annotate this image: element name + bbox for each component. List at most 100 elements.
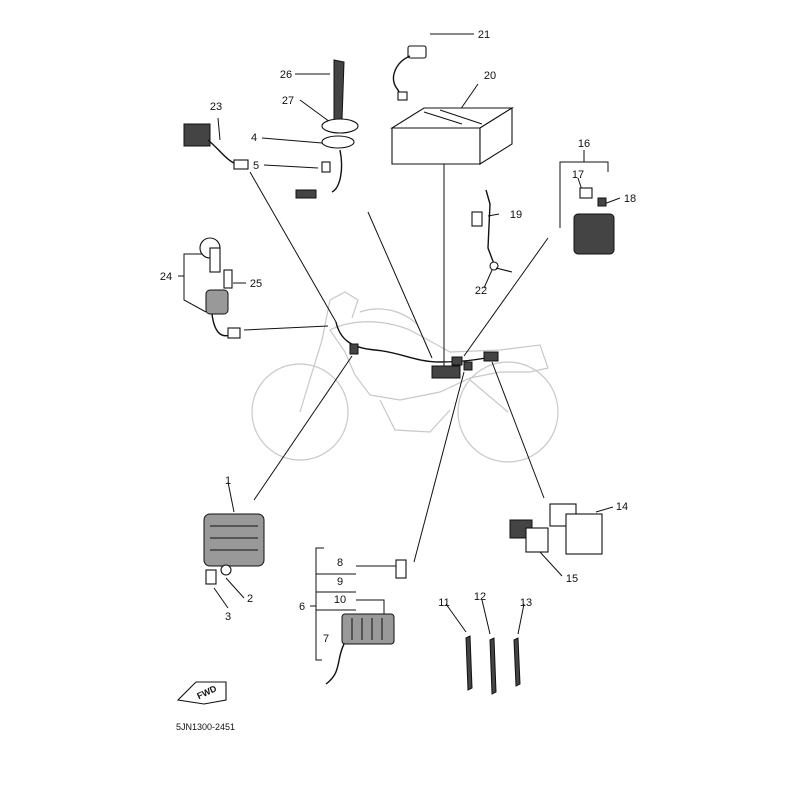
switch-plug [227, 327, 241, 339]
part-21-sensor-lead [392, 45, 427, 101]
sensor-screw [321, 161, 331, 173]
band-11 [465, 635, 473, 691]
leader-16 [463, 237, 549, 357]
callout-16: 16 [578, 138, 590, 150]
band-13 [513, 637, 521, 687]
fuse-blade [395, 559, 407, 579]
callout-2: 2 [247, 593, 253, 605]
leader-22 [483, 269, 493, 289]
leader-23-label [217, 117, 221, 141]
leader-4 [261, 137, 323, 144]
bracket-6-fuse-lead [356, 565, 401, 573]
callout-4: 4 [251, 132, 257, 144]
leader-1 [253, 355, 353, 501]
leader-20-label [459, 83, 479, 111]
callout-23: 23 [210, 101, 222, 113]
relay-unit-d [525, 527, 549, 553]
part-16-17-18-starter-relay [573, 187, 615, 255]
leader-5 [263, 164, 319, 169]
callout-14: 14 [616, 501, 628, 513]
relay-unit-b [565, 513, 603, 555]
starter-relay-cap [579, 187, 593, 199]
callout-18: 18 [624, 193, 636, 205]
part-14-15-relays [509, 503, 603, 555]
leader-2 [225, 577, 245, 599]
sensor-gasket [321, 118, 359, 134]
callout-24: 24 [160, 271, 172, 283]
leader-11 [445, 603, 467, 633]
bracket-24-line [183, 253, 207, 313]
relay-body [183, 123, 211, 147]
rectifier-bolt [205, 569, 217, 585]
level-sensor-eye [489, 261, 499, 271]
sensor-arm [333, 59, 345, 121]
fwd-direction-badge: FWD [176, 681, 227, 705]
frame-body [329, 321, 549, 401]
rectifier-body [203, 513, 265, 567]
motorcycle-outline [251, 291, 559, 463]
leader-13 [517, 603, 525, 635]
part-11-12-13-bands [465, 635, 521, 695]
callout-9: 9 [337, 576, 343, 588]
harness-ecu-block [431, 365, 461, 379]
bracket-24 [178, 253, 207, 313]
relay-plug [233, 159, 249, 170]
sensor-connector [407, 45, 427, 59]
ecu-front-face [391, 127, 481, 165]
leader-6 [413, 371, 465, 563]
callout-13: 13 [520, 597, 532, 609]
leader-24 [243, 325, 329, 331]
harness-connector-d [463, 361, 473, 371]
callout-11: 11 [438, 597, 449, 609]
leader-3 [213, 587, 229, 609]
relay-wire [207, 139, 237, 165]
fwd-arrow-shape [176, 681, 227, 705]
band-12 [489, 637, 497, 695]
leader-lines [213, 33, 621, 635]
callout-8: 8 [337, 557, 343, 569]
callout-5: 5 [253, 160, 259, 172]
harness-connector-b [451, 356, 463, 366]
engine-outline [379, 399, 451, 433]
leader-27 [299, 99, 331, 123]
part-20-ecu [390, 107, 514, 165]
fuse-box-slots [351, 618, 383, 640]
part-19-22-sensor [471, 189, 513, 273]
callout-22: 22 [475, 285, 487, 297]
part-6-7-8-fuse-box [325, 559, 407, 685]
callout-7: 7 [323, 633, 329, 645]
part-24-main-switch [199, 237, 241, 339]
leader-harness [367, 211, 433, 359]
callout-26: 26 [280, 69, 292, 81]
switch-body [205, 289, 229, 315]
rectifier-washer [220, 564, 232, 576]
callout-25: 25 [250, 278, 262, 290]
starter-relay-terminal [597, 197, 607, 207]
callout-20: 20 [484, 70, 496, 82]
rectifier-fins [210, 525, 258, 551]
part-23-relay-lead [183, 123, 249, 170]
callout-17: 17 [572, 169, 584, 181]
callout-15: 15 [566, 573, 578, 585]
part-26-27-4-5-assembly [295, 59, 359, 199]
leader-14-label [595, 506, 614, 513]
part-1-2-3-rectifier [203, 513, 265, 585]
callout-3: 3 [225, 611, 231, 623]
callout-27: 27 [282, 95, 294, 107]
sensor-plug [397, 91, 408, 101]
callout-10: 10 [334, 594, 346, 606]
tank-outline [359, 308, 419, 326]
fuse-box-wire [325, 643, 345, 685]
sensor-cable [331, 149, 343, 193]
key-shank [209, 247, 221, 273]
callout-12: 12 [474, 591, 486, 603]
level-sensor-bolt [495, 267, 513, 273]
bracket-16 [559, 150, 609, 228]
callout-19: 19 [510, 209, 522, 221]
bracket-6-outer [315, 547, 324, 661]
ecu-side-face [479, 107, 513, 165]
leader-15 [539, 551, 563, 577]
bracket-6-box-lead [356, 599, 385, 616]
